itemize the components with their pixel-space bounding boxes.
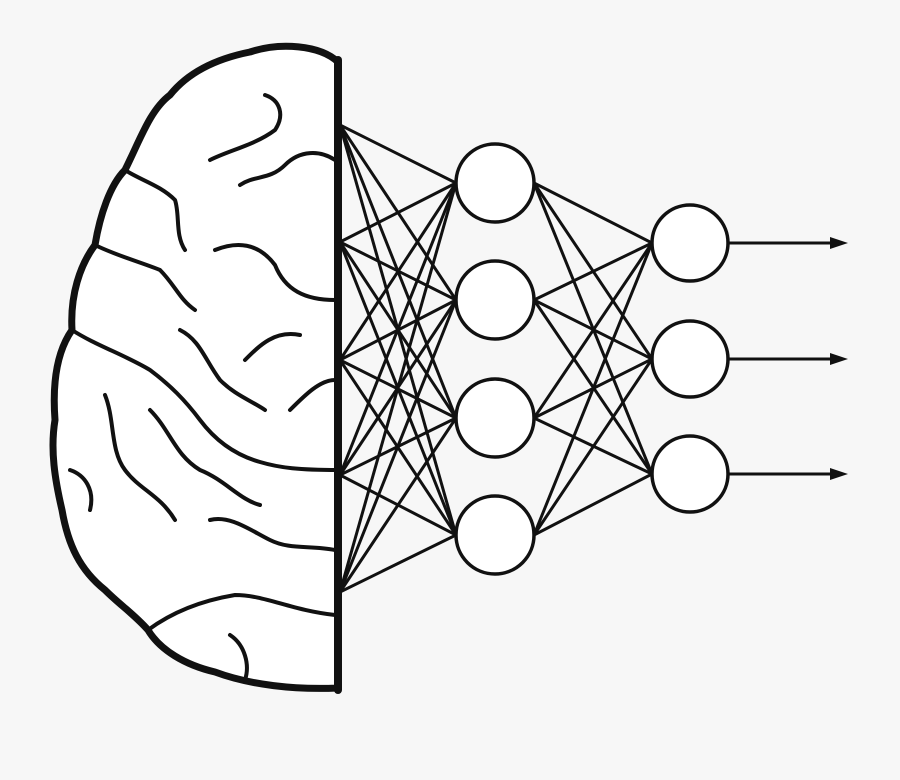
connection [532, 358, 654, 536]
brain-outline [49, 42, 342, 692]
hidden-node [454, 494, 536, 576]
hidden-node [454, 259, 536, 341]
connection [338, 182, 458, 593]
output-node [650, 203, 730, 283]
hidden-node [454, 142, 536, 224]
connection [339, 181, 457, 244]
brain-folds [68, 93, 340, 682]
connection [532, 242, 654, 536]
connection [533, 472, 653, 537]
output-node [650, 319, 730, 399]
connection [338, 299, 458, 593]
connection [533, 241, 653, 302]
network-connections [338, 123, 654, 594]
connection [338, 182, 458, 476]
network-nodes [454, 142, 730, 576]
arrow-icon [728, 237, 848, 249]
brain-half [49, 42, 342, 694]
connection [532, 242, 654, 419]
connection [533, 181, 653, 245]
connection [339, 123, 457, 185]
hidden-node [454, 377, 536, 459]
connection [338, 182, 458, 361]
output-node [650, 434, 730, 514]
output-arrows [728, 237, 848, 480]
arrow-icon [728, 468, 848, 480]
connection [339, 533, 457, 594]
connection [338, 417, 458, 593]
arrow-icon [728, 353, 848, 365]
